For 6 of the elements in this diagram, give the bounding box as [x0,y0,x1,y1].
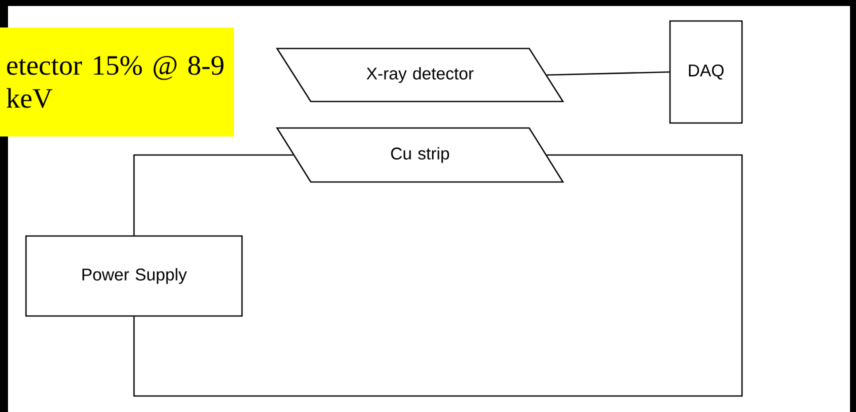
process-box: Power Supply [25,235,243,317]
process-box: DAQ [669,20,743,124]
highlight-band: etector 15% @ 8-9 keV [0,28,234,136]
connector-line [133,154,743,397]
connector-line [133,154,294,236]
connector-line [546,71,670,76]
